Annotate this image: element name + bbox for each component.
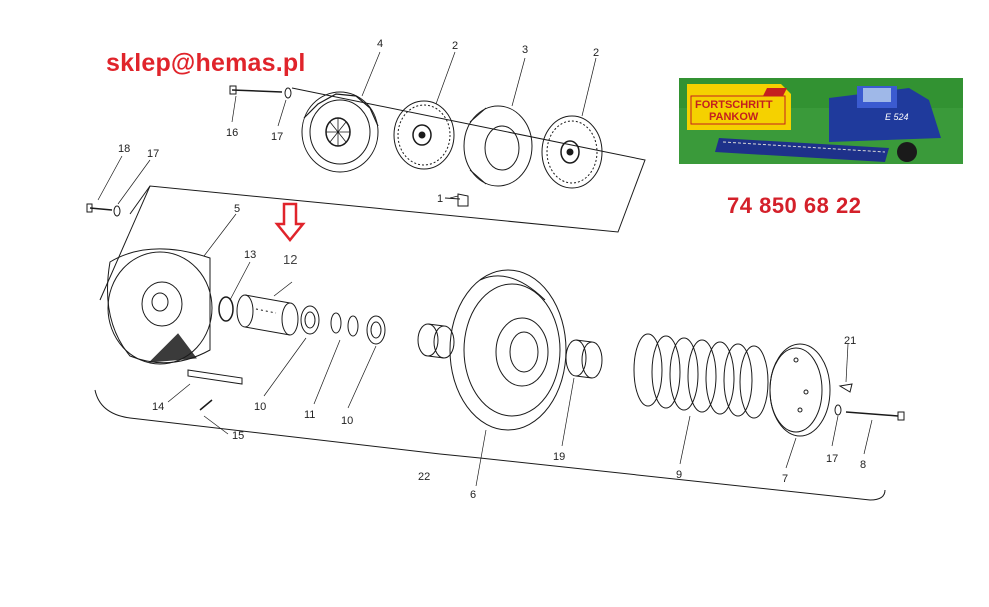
- washer-17-top: [284, 87, 292, 99]
- logo-line1: FORTSCHRITT: [695, 99, 773, 111]
- bushing-12: [236, 294, 299, 336]
- callout-2b: 2: [593, 47, 599, 59]
- upper-frame-outline: [99, 87, 646, 301]
- leader-lines: [97, 51, 873, 487]
- callout-22: 22: [418, 471, 430, 483]
- callout-6: 6: [470, 489, 476, 501]
- callout-3: 3: [522, 44, 528, 56]
- split-ring-19: [565, 339, 603, 379]
- upper-frame-link: [129, 185, 151, 215]
- callout-14: 14: [152, 401, 164, 413]
- callout-5: 5: [234, 203, 240, 215]
- contact-phone[interactable]: 74 850 68 22: [727, 193, 862, 218]
- pulley-half-5: [107, 248, 213, 365]
- washer-17-right: [834, 404, 842, 416]
- pressure-plate-4: [301, 91, 379, 173]
- callout-12: 12: [283, 252, 297, 267]
- combine-harvester-photo: E 524 FORTSCHRITT PANKOW: [679, 78, 963, 164]
- friction-disc-2a: [393, 100, 455, 170]
- callout-15: 15: [232, 430, 244, 442]
- bolt-8: [845, 411, 905, 421]
- callout-21: 21: [844, 335, 856, 347]
- contact-email[interactable]: sklep@hemas.pl: [106, 49, 306, 77]
- logo-line2: PANKOW: [709, 111, 759, 123]
- pin-1: [444, 193, 469, 207]
- callout-17a: 17: [271, 131, 283, 143]
- end-plate-7: [769, 343, 831, 437]
- ring-13: [218, 296, 234, 322]
- key-14: [187, 369, 243, 385]
- bearing-10b: [366, 315, 386, 345]
- callout-7: 7: [782, 473, 788, 485]
- callout-16: 16: [226, 127, 238, 139]
- callout-18: 18: [118, 143, 130, 155]
- callout-1: 1: [437, 193, 443, 205]
- callout-13: 13: [244, 249, 256, 261]
- callout-10a: 10: [254, 401, 266, 413]
- bolt-16: [229, 85, 283, 95]
- washer-17-left: [113, 205, 121, 217]
- bolt-18: [86, 203, 113, 213]
- pulley-6: [449, 269, 567, 431]
- screw-15: [199, 399, 213, 411]
- ring-11: [330, 312, 359, 337]
- callout-19: 19: [553, 451, 565, 463]
- split-collar: [417, 323, 455, 359]
- callout-4: 4: [377, 38, 383, 50]
- callout-2a: 2: [452, 40, 458, 52]
- callout-17b: 17: [147, 148, 159, 160]
- friction-disc-2b: [541, 115, 603, 189]
- callout-17c: 17: [826, 453, 838, 465]
- bracket-22: [94, 389, 886, 501]
- callout-11: 11: [304, 409, 315, 421]
- intermediate-plate-3: [463, 105, 533, 187]
- callout-9: 9: [676, 469, 682, 481]
- highlight-arrow: [274, 202, 306, 242]
- spring-9: [633, 333, 769, 419]
- bearing-10a: [300, 305, 320, 335]
- cotter-21: [838, 383, 853, 393]
- callout-8: 8: [860, 459, 866, 471]
- machine-lettering: E 524: [885, 112, 909, 122]
- callout-10b: 10: [341, 415, 353, 427]
